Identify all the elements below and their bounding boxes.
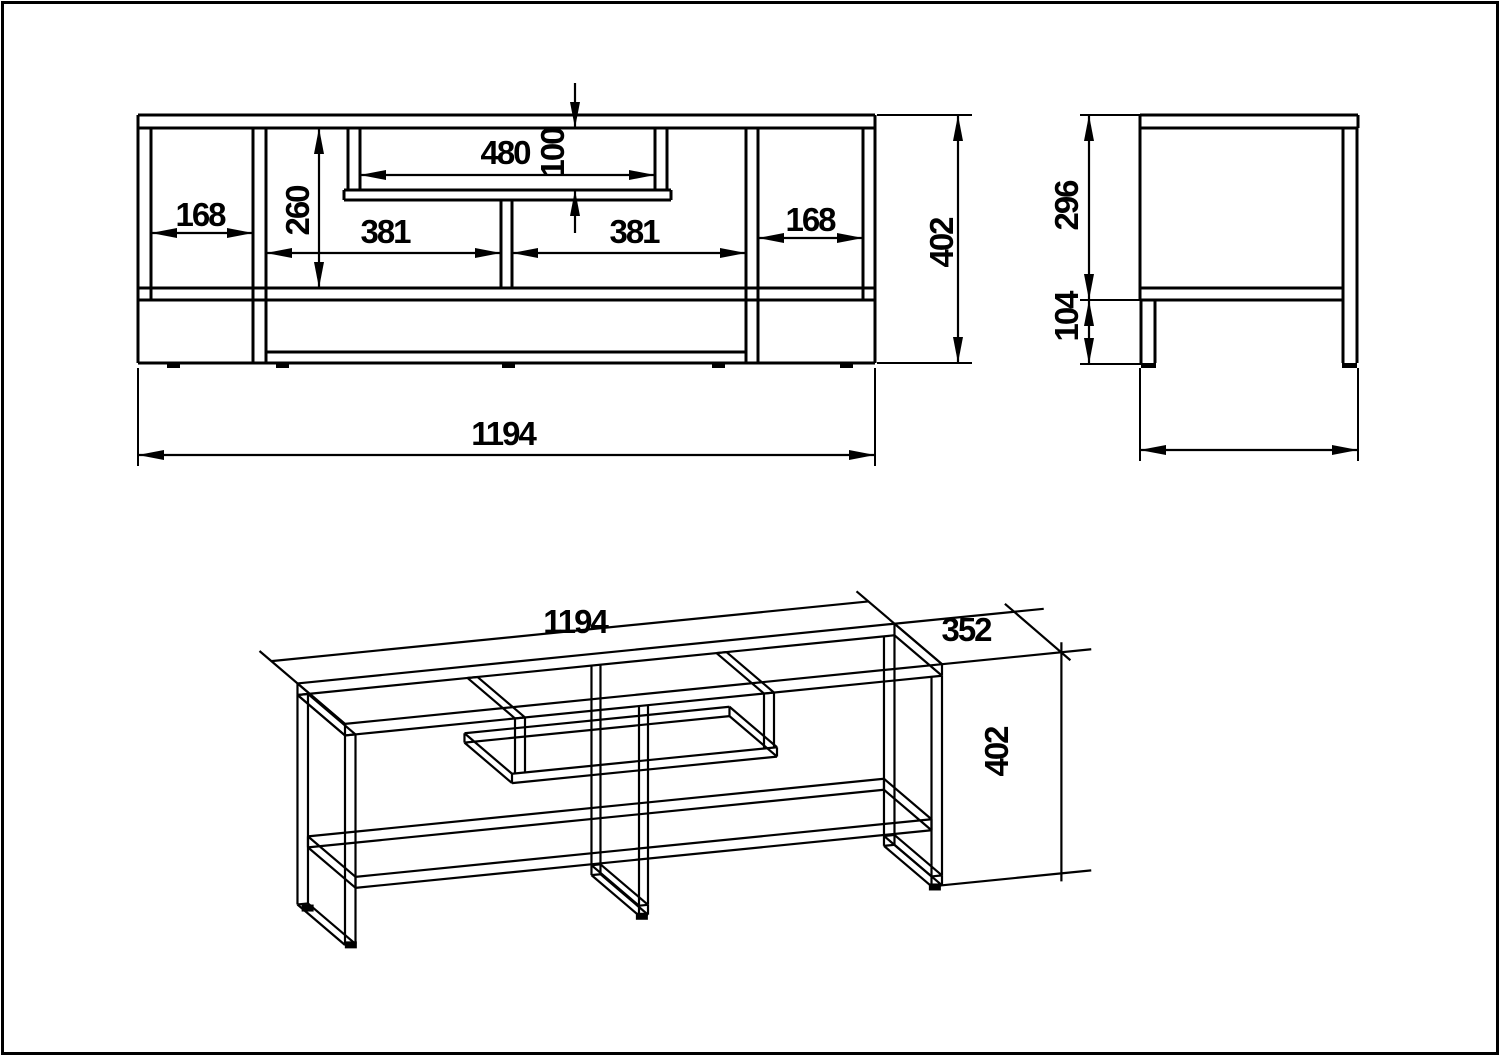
dim-label-iso-height: 402 bbox=[978, 726, 1015, 777]
front-view-outline bbox=[136, 113, 877, 368]
dim-label-leg-height: 104 bbox=[1048, 290, 1085, 342]
dim-label-middle-opening-height: 260 bbox=[279, 186, 316, 236]
isometric-view-outline bbox=[258, 590, 1092, 949]
dim-label-niche-height: 100 bbox=[534, 128, 571, 178]
dimension-lines bbox=[137, 83, 1359, 466]
dim-label-right-compartment-width: 168 bbox=[785, 201, 836, 238]
side-view-labels: 296 104 bbox=[1048, 180, 1085, 342]
side-view-outline bbox=[1138, 113, 1360, 368]
dim-label-overall-height: 402 bbox=[923, 217, 960, 268]
dim-label-carcass-height: 296 bbox=[1048, 180, 1085, 231]
dim-label-overall-width: 1194 bbox=[471, 415, 537, 452]
isometric-view-labels: 1194 352 402 bbox=[543, 603, 1015, 777]
dim-label-niche-width: 480 bbox=[480, 134, 530, 171]
front-view-labels: 168 260 381 480 100 381 168 402 1194 bbox=[175, 128, 960, 452]
dim-label-left-opening-width: 381 bbox=[360, 213, 411, 250]
dim-label-right-opening-width: 381 bbox=[609, 213, 660, 250]
dim-label-iso-length: 1194 bbox=[543, 603, 609, 640]
dim-label-left-compartment-width: 168 bbox=[175, 196, 226, 233]
dim-label-iso-depth: 352 bbox=[941, 611, 992, 648]
